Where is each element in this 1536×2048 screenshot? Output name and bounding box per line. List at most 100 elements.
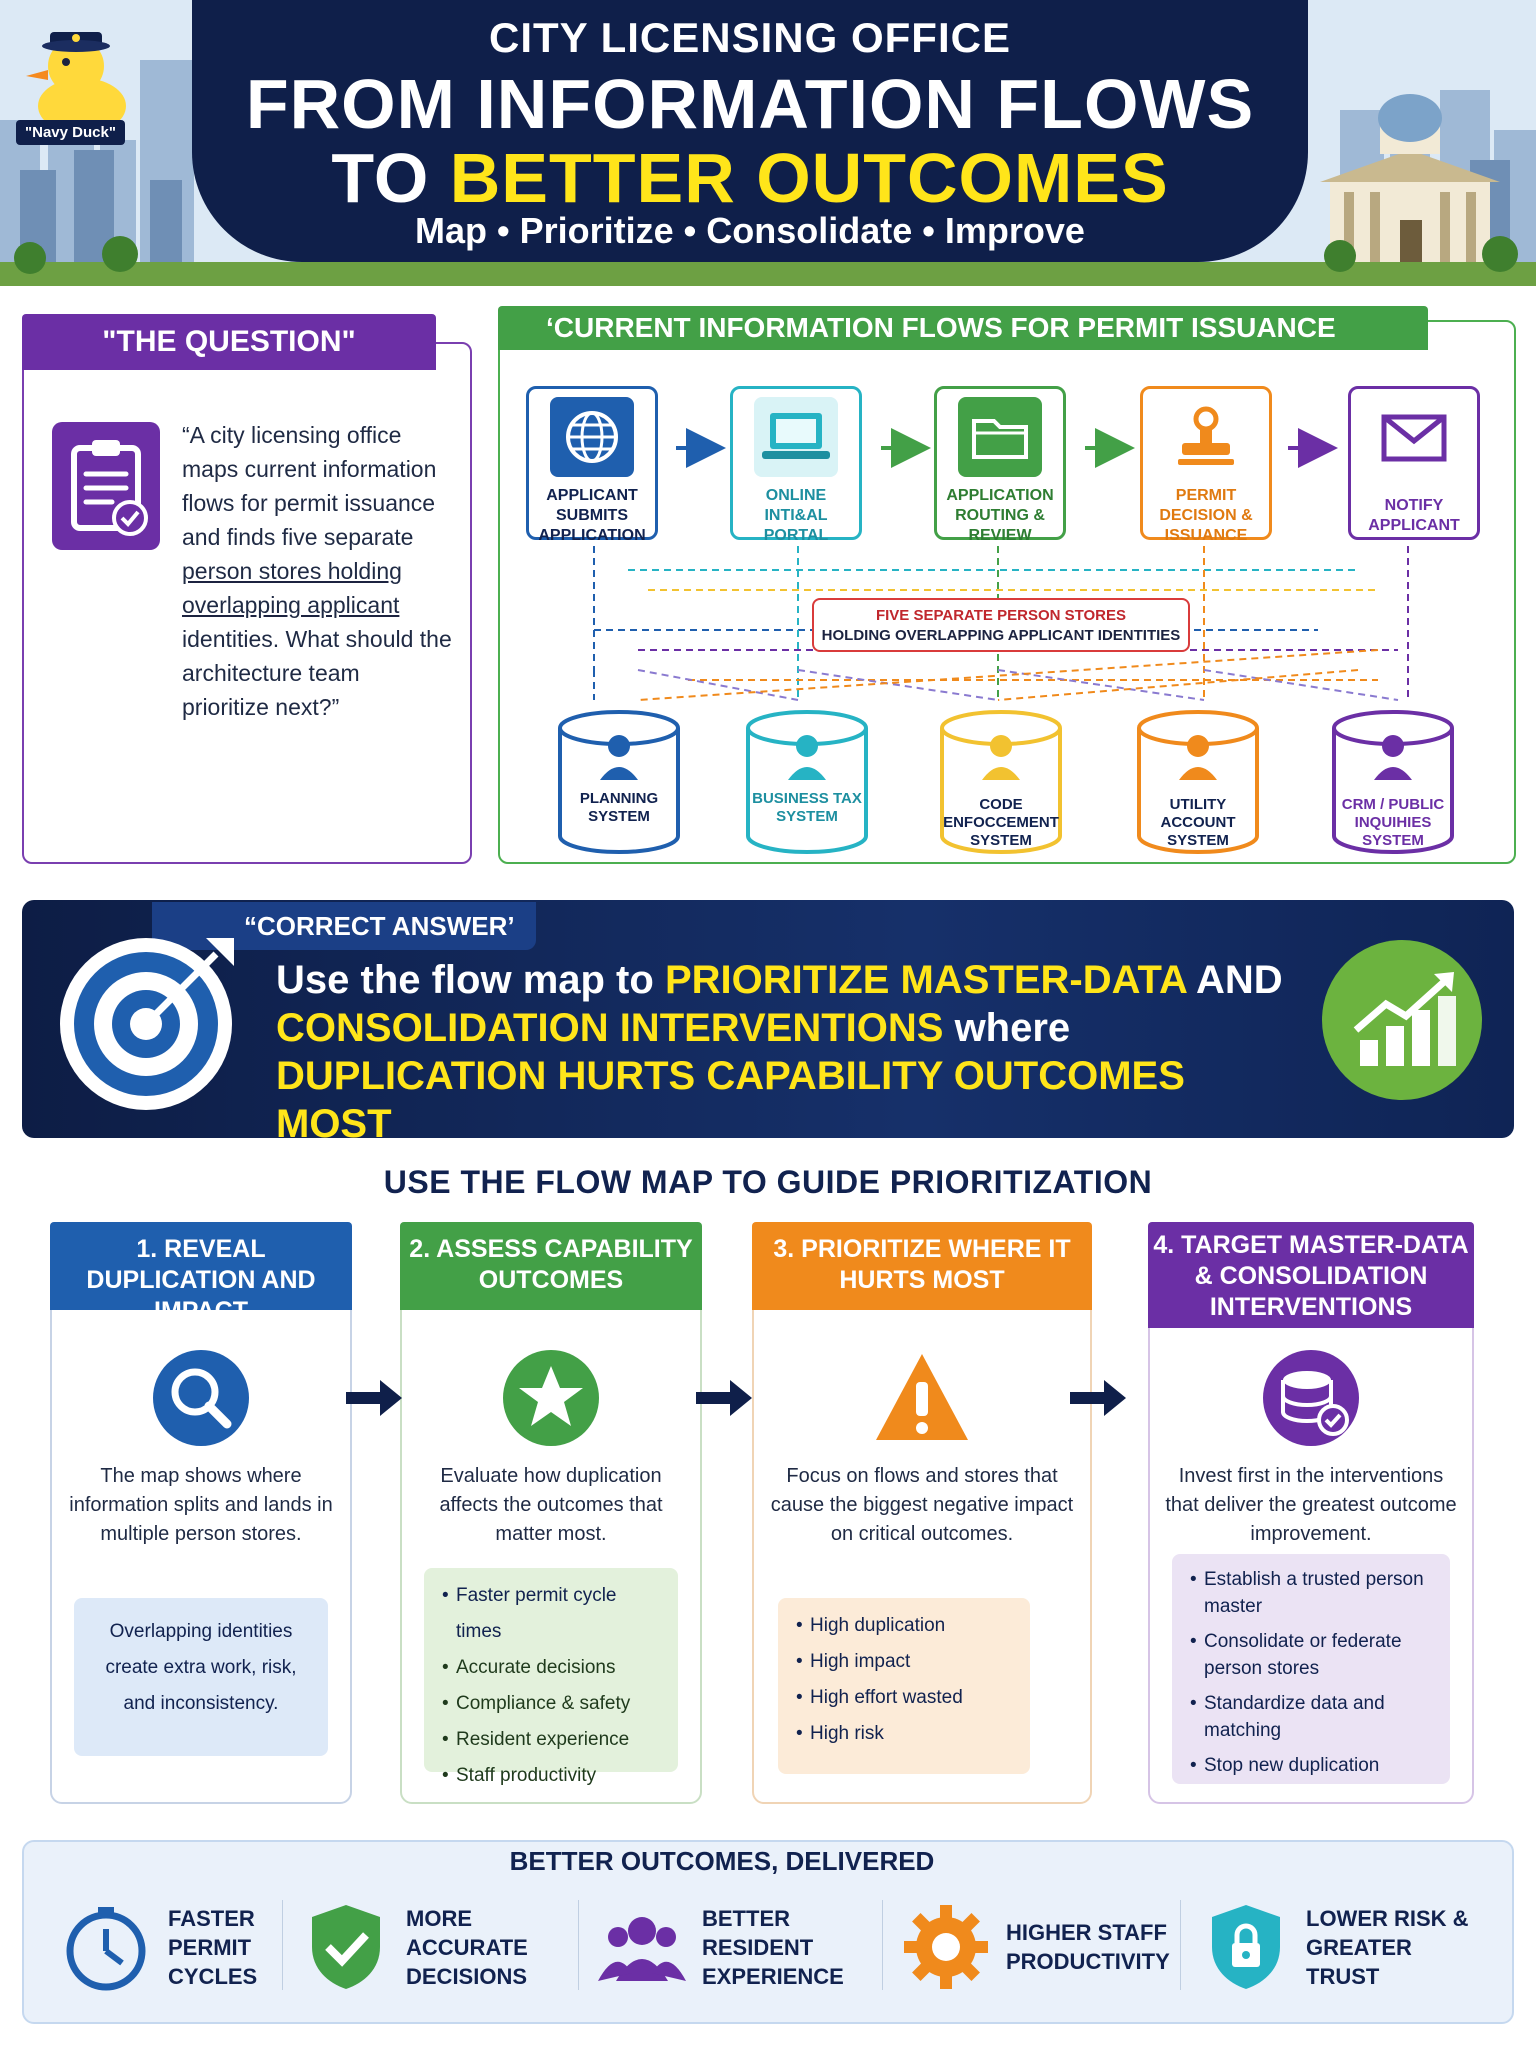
star-icon <box>503 1350 599 1446</box>
column-heading: 1. REVEAL DUPLICATION AND IMPACT <box>50 1222 352 1325</box>
guide-column-assess: 2. ASSESS CAPABILITY OUTCOMES Evaluate h… <box>400 1222 702 1804</box>
correct-answer-text: Use the flow map to PRIORITIZE MASTER-DA… <box>276 956 1306 1148</box>
column-description: Invest first in the interventions that d… <box>1165 1465 1457 1545</box>
bullet-item: Stop new duplication <box>1190 1752 1432 1779</box>
warning-icon <box>876 1354 968 1440</box>
outcome-faster-permit-cycles: FASTER PERMIT CYCLES <box>62 1892 292 2002</box>
page-subtitle: Map • Prioritize • Consolidate • Improve <box>415 210 1085 251</box>
outcome-higher-staff-productivity: HIGHER STAFF PRODUCTIVITY <box>900 1892 1180 2002</box>
flow-step-label: NOTIFY APPLICANT <box>1368 497 1460 534</box>
answer-part-1: Use the flow map to <box>276 958 665 1002</box>
bullet-item: Faster permit cycle times <box>442 1578 660 1650</box>
question-text: “A city licensing office maps current in… <box>182 418 452 724</box>
folder-icon <box>958 397 1042 477</box>
column-heading: 3. PRIORITIZE WHERE IT HURTS MOST <box>752 1222 1092 1310</box>
title-banner <box>192 0 1308 262</box>
divider <box>1180 1900 1181 1990</box>
title-prefix: TO <box>331 139 430 217</box>
person-store-planning: PLANNING SYSTEM <box>556 708 682 856</box>
flow-step-online-portal: ONLINE INTI&AL PORTAL <box>730 386 862 544</box>
flow-diagram-heading: ‘CURRENT INFORMATION FLOWS FOR PERMIT IS… <box>498 306 1428 350</box>
flow-step-label: APPLICANT SUBMITS APPLICATION <box>538 487 646 544</box>
globe-icon <box>550 397 634 477</box>
bullet-item: High risk <box>796 1716 1012 1752</box>
guide-column-target: 4. TARGET MASTER-DATA & CONSOLIDATION IN… <box>1148 1222 1474 1804</box>
guide-column-prioritize: 3. PRIORITIZE WHERE IT HURTS MOST Focus … <box>752 1222 1092 1804</box>
column-description: Focus on flows and stores that cause the… <box>770 1465 1074 1545</box>
flow-step-permit-decision: PERMIT DECISION & ISSUANCE <box>1140 386 1272 544</box>
bullet-item: Staff productivity <box>442 1758 660 1794</box>
person-store-crm: CRM / PUBLIC INQUIHIES SYSTEM <box>1330 708 1456 856</box>
question-text-underlined: person stores holding overlapping applic… <box>182 558 402 618</box>
flow-step-label: PERMIT DECISION & ISSUANCE <box>1159 487 1253 544</box>
magnifier-icon <box>153 1350 249 1446</box>
header <box>0 0 1536 286</box>
database-person-icon <box>1137 710 1259 854</box>
bullet-item: High duplication <box>796 1608 1012 1644</box>
person-store-label: CRM / PUBLIC INQUIHIES SYSTEM <box>1341 796 1445 849</box>
answer-highlight-3: DUPLICATION HURTS CAPABILITY OUTCOMES MO… <box>276 1054 1185 1146</box>
outcome-label: HIGHER STAFF PRODUCTIVITY <box>1006 1920 1170 1974</box>
database-person-icon <box>940 710 1062 854</box>
bullet-item: Accurate decisions <box>442 1650 660 1686</box>
page-title-line-2: TO BETTER OUTCOMES <box>192 138 1308 218</box>
outcome-better-resident-experience: BETTER RESIDENT EXPERIENCE <box>596 1892 876 2002</box>
outcome-label: LOWER RISK & GREATER TRUST <box>1306 1905 1469 1989</box>
question-text-part-2: identities. What should the architecture… <box>182 626 452 720</box>
database-check-icon <box>1263 1350 1359 1446</box>
stopwatch-icon <box>66 1907 146 1991</box>
mascot-tag: "Navy Duck" <box>16 120 125 145</box>
target-icon <box>60 938 234 1110</box>
column-callout: Overlapping identities create extra work… <box>74 1598 328 1756</box>
warning-line-2: HOLDING OVERLAPPING APPLICANT IDENTITIES <box>821 627 1181 644</box>
correct-answer-tab: “CORRECT ANSWER’ <box>152 902 536 950</box>
page-title-line-1: FROM INFORMATION FLOWS <box>245 65 1255 143</box>
divider <box>282 1900 283 1990</box>
bullet-item: Standardize data and matching <box>1190 1690 1432 1744</box>
callout-text: Overlapping identities create extra work… <box>105 1621 297 1714</box>
clipboard-check-icon <box>52 422 160 550</box>
person-store-utility-account: UTILITY ACCOUNT SYSTEM <box>1135 708 1261 856</box>
question-heading: "THE QUESTION" <box>22 314 436 370</box>
column-heading: 4. TARGET MASTER-DATA & CONSOLIDATION IN… <box>1148 1222 1474 1328</box>
column-bullet-box: Establish a trusted person master Consol… <box>1172 1554 1450 1784</box>
outcome-label: FASTER PERMIT CYCLES <box>168 1905 258 1989</box>
growth-chart-icon <box>1322 940 1482 1100</box>
arrow-right-icon <box>1070 1380 1126 1416</box>
flow-step-applicant-submits: APPLICANT SUBMITS APPLICATION <box>526 386 658 544</box>
laptop-icon <box>754 397 838 477</box>
guide-column-reveal: 1. REVEAL DUPLICATION AND IMPACT The map… <box>50 1222 352 1804</box>
question-text-part-1: “A city licensing office maps current in… <box>182 422 437 550</box>
shield-check-icon <box>312 1905 380 1989</box>
person-store-label: BUSINESS TAX SYSTEM <box>752 790 862 825</box>
arrow-right-icon <box>346 1380 402 1416</box>
header-kicker: CITY LICENSING OFFICE <box>489 14 1011 61</box>
database-person-icon <box>746 710 868 854</box>
answer-highlight-2: CONSOLIDATION INTERVENTIONS <box>276 1006 944 1050</box>
bullet-item: High impact <box>796 1644 1012 1680</box>
flow-step-routing-review: APPLICATION ROUTING & REVIEW <box>934 386 1066 544</box>
people-icon <box>598 1917 686 1981</box>
outcome-label: BETTER RESIDENT EXPERIENCE <box>702 1905 844 1989</box>
shield-lock-icon <box>1212 1905 1280 1989</box>
answer-part-2: AND <box>1186 958 1283 1002</box>
person-store-label: CODE ENFOCCEMENT SYSTEM <box>943 796 1059 849</box>
bullet-item: Establish a trusted person master <box>1190 1566 1432 1620</box>
divider <box>578 1900 579 1990</box>
column-description: The map shows where information splits a… <box>69 1465 333 1545</box>
outcome-label: MORE ACCURATE DECISIONS <box>406 1905 528 1989</box>
column-bullet-box: High duplication High impact High effort… <box>778 1598 1030 1774</box>
answer-part-3: where <box>943 1006 1071 1050</box>
person-store-business-tax: BUSINESS TAX SYSTEM <box>744 708 870 856</box>
person-store-code-enforcement: CODE ENFOCCEMENT SYSTEM <box>938 708 1064 856</box>
warning-line-1: FIVE SEPARATE PERSON STORES <box>875 607 1127 624</box>
bullet-item: High effort wasted <box>796 1680 1012 1716</box>
duck-mascot-icon <box>26 32 126 134</box>
answer-highlight-1: PRIORITIZE MASTER-DATA <box>664 958 1187 1002</box>
arrow-right-icon <box>696 1380 752 1416</box>
outcome-more-accurate-decisions: MORE ACCURATE DECISIONS <box>300 1892 570 2002</box>
bullet-item: Resident experience <box>442 1722 660 1758</box>
flow-step-label: ONLINE INTI&AL PORTAL <box>763 487 829 544</box>
person-store-label: PLANNING SYSTEM <box>579 790 659 825</box>
person-store-label: UTILITY ACCOUNT SYSTEM <box>1160 796 1236 849</box>
